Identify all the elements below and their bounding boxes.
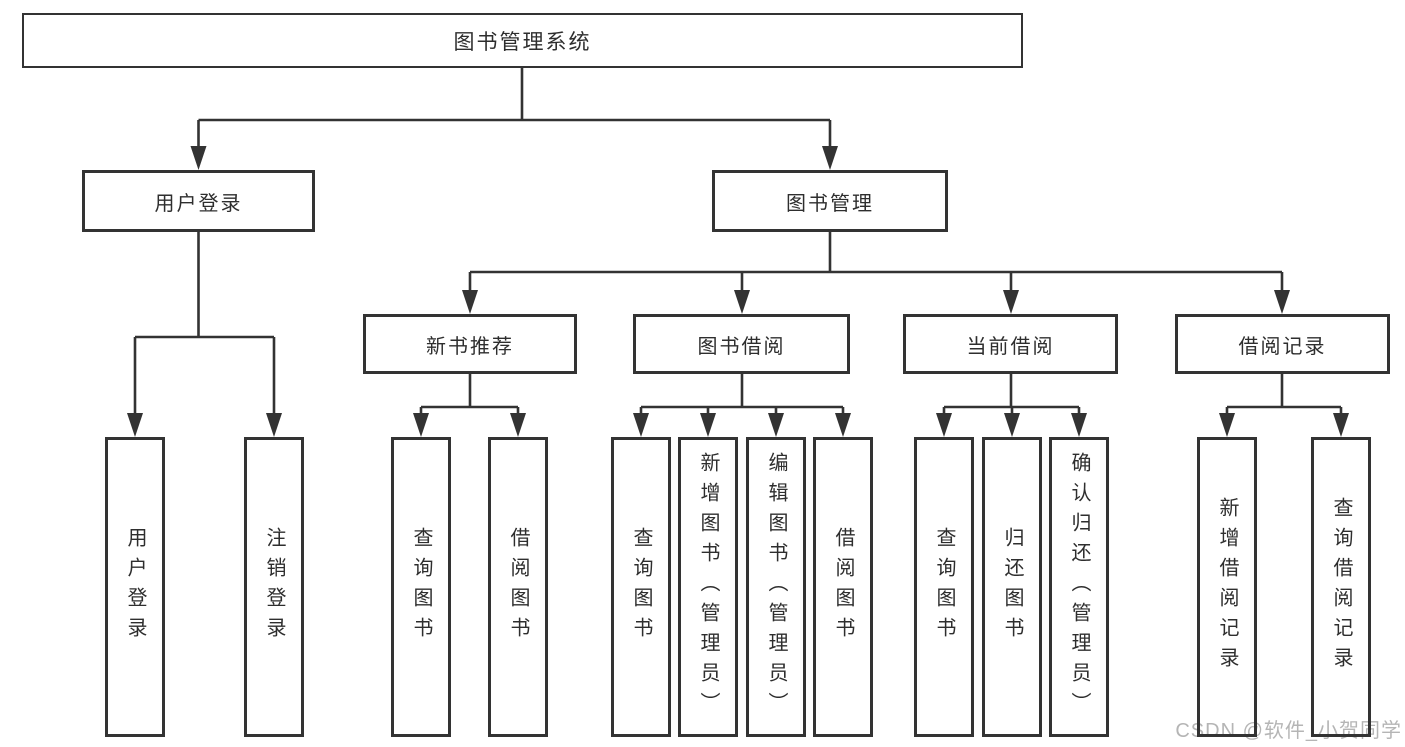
leaf-edit-book-admin: 编辑图书（管理员） bbox=[746, 437, 806, 737]
leaf-query-books-current: 查询图书 bbox=[914, 437, 974, 737]
node-current-borrowing: 当前借阅 bbox=[903, 314, 1118, 374]
leaf-return-books: 归还图书 bbox=[982, 437, 1042, 737]
leaf-query-borrow-record: 查询借阅记录 bbox=[1311, 437, 1371, 737]
node-library-management-system: 图书管理系统 bbox=[22, 13, 1023, 68]
leaf-label: 编辑图书（管理员） bbox=[765, 452, 787, 722]
node-label: 当前借阅 bbox=[966, 335, 1055, 358]
leaf-label: 新增图书（管理员） bbox=[697, 452, 719, 722]
node-label: 图书管理 bbox=[786, 192, 874, 215]
connector-new-book-recommend-children bbox=[413, 374, 526, 437]
leaf-confirm-return-admin: 确认归还（管理员） bbox=[1049, 437, 1109, 737]
connector-book-management-children bbox=[462, 232, 1290, 314]
leaf-add-borrow-record: 新增借阅记录 bbox=[1197, 437, 1257, 737]
node-label: 用户登录 bbox=[154, 192, 243, 215]
leaf-label: 归还图书 bbox=[1001, 527, 1023, 647]
leaf-borrow-books-recommend: 借阅图书 bbox=[488, 437, 548, 737]
node-label: 新书推荐 bbox=[426, 335, 514, 358]
node-book-borrowing: 图书借阅 bbox=[633, 314, 850, 374]
leaf-label: 借阅图书 bbox=[507, 527, 529, 647]
leaf-add-book-admin: 新增图书（管理员） bbox=[678, 437, 738, 737]
leaf-label: 查询图书 bbox=[630, 527, 652, 647]
connector-current-borrowing-children bbox=[936, 374, 1087, 437]
leaf-label: 查询借阅记录 bbox=[1330, 497, 1352, 677]
leaf-query-books-recommend: 查询图书 bbox=[391, 437, 451, 737]
connector-root-to-level1 bbox=[190, 68, 838, 170]
leaf-label: 查询图书 bbox=[410, 527, 432, 647]
node-borrowing-records: 借阅记录 bbox=[1175, 314, 1390, 374]
connector-borrowing-records-children bbox=[1219, 374, 1349, 437]
leaf-label: 注销登录 bbox=[263, 527, 285, 647]
node-user-login: 用户登录 bbox=[82, 170, 315, 232]
connector-user-login-children bbox=[127, 232, 282, 437]
connector-book-borrowing-children bbox=[633, 374, 851, 437]
node-label: 图书借阅 bbox=[697, 335, 786, 358]
leaf-user-login: 用户登录 bbox=[105, 437, 165, 737]
node-label: 图书管理系统 bbox=[453, 30, 592, 54]
leaf-label: 用户登录 bbox=[124, 527, 146, 647]
node-new-book-recommend: 新书推荐 bbox=[363, 314, 577, 374]
leaf-query-books-borrowing: 查询图书 bbox=[611, 437, 671, 737]
leaf-borrow-books: 借阅图书 bbox=[813, 437, 873, 737]
node-book-management: 图书管理 bbox=[712, 170, 948, 232]
leaf-label: 新增借阅记录 bbox=[1216, 497, 1238, 677]
leaf-logout: 注销登录 bbox=[244, 437, 304, 737]
leaf-label: 确认归还（管理员） bbox=[1068, 452, 1090, 722]
leaf-label: 借阅图书 bbox=[832, 527, 854, 647]
node-label: 借阅记录 bbox=[1238, 335, 1327, 358]
leaf-label: 查询图书 bbox=[933, 527, 955, 647]
